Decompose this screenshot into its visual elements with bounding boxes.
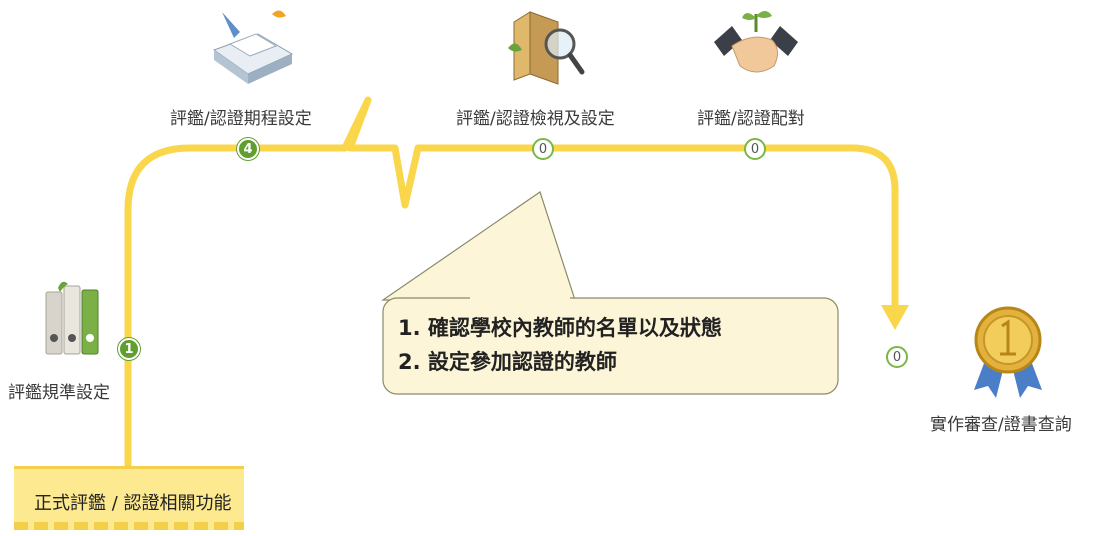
folder-magnifier-icon — [508, 11, 585, 85]
callout-line-2: 2. 設定參加認證的教師 — [398, 350, 617, 374]
node-schedule-label[interactable]: 評鑑/認證期程設定 — [170, 109, 312, 129]
node-match-count: 0 — [744, 138, 766, 160]
binders-icon — [45, 281, 99, 355]
node-certificate-count: 0 — [886, 346, 908, 368]
callout: 1. 確認學校內教師的名單以及狀態 2. 設定參加認證的教師 — [398, 311, 722, 379]
function-tab-label: 正式評鑑 / 認證相關功能 — [34, 493, 232, 514]
tab-dashed-edge — [14, 522, 244, 530]
callout-line-1: 1. 確認學校內教師的名單以及狀態 — [398, 316, 722, 340]
node-schedule[interactable] — [200, 4, 310, 94]
node-certificate[interactable] — [968, 302, 1048, 402]
node-standard[interactable] — [28, 278, 128, 408]
node-match[interactable] — [712, 6, 802, 90]
medal-icon — [974, 306, 1042, 398]
handshake-icon — [714, 11, 798, 73]
function-tab[interactable]: 正式評鑑 / 認證相關功能 — [14, 466, 244, 530]
node-review-count: 0 — [532, 138, 554, 160]
node-schedule-count: 4 — [237, 138, 259, 160]
node-standard-label[interactable]: 評鑑規準設定 — [8, 383, 110, 403]
node-review-label[interactable]: 評鑑/認證檢視及設定 — [456, 109, 615, 129]
node-match-label[interactable]: 評鑑/認證配對 — [697, 109, 805, 129]
node-standard-count: 1 — [118, 338, 140, 360]
calculator-icon — [212, 10, 294, 84]
node-review[interactable] — [500, 8, 590, 88]
node-certificate-label[interactable]: 實作審查/證書查詢 — [930, 415, 1072, 435]
